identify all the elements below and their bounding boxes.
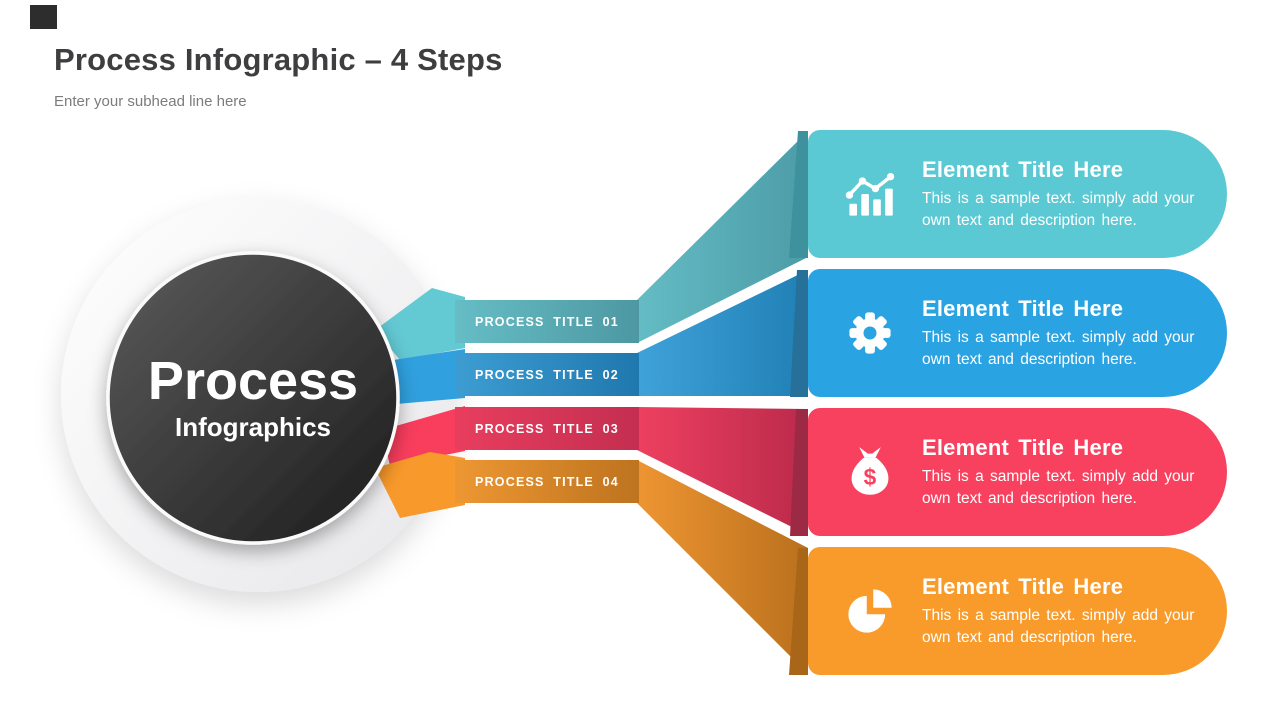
center-subtitle: Infographics [174,412,331,442]
gear-icon [849,312,891,354]
card-fold-2 [790,270,808,397]
connector-4 [637,460,808,674]
connector-3 [637,407,808,535]
card-title: Element Title Here [922,295,1124,321]
card-fold-4 [789,548,808,675]
card-description: This is a sample text. simply add your o… [922,328,1195,368]
ribbon-bar-1 [455,300,639,343]
ribbon-bar-3 [455,407,639,450]
wedge-2 [380,349,465,405]
card-description: This is a sample text. simply add your o… [922,606,1195,646]
element-card-4: Element Title Here This is a sample text… [808,547,1227,675]
bar-line-chart-icon [845,172,895,216]
process-title-2: PROCESS TITLE 02 [475,367,619,382]
element-card-1: Element Title Here This is a sample text… [808,130,1227,258]
svg-text:$: $ [864,464,877,490]
center-title: Process [147,351,359,411]
connector-1 [637,131,808,343]
element-card-2: Element Title Here This is a sample text… [808,269,1227,397]
logo-placeholder-block [30,5,57,29]
connector-2 [637,270,808,396]
element-card-3: $ Element Title Here This is a sample te… [808,408,1227,536]
card-description: This is a sample text. simply add your o… [922,189,1195,229]
card-description: This is a sample text. simply add your o… [922,467,1195,507]
pie-chart-icon [848,589,892,633]
card-title: Element Title Here [922,434,1124,460]
center-badge: Process Infographics [108,352,398,442]
ribbon-bar-4 [455,460,639,503]
card-title: Element Title Here [922,573,1124,599]
card-fold-3 [790,409,808,536]
process-title-4: PROCESS TITLE 04 [475,474,619,489]
card-title: Element Title Here [922,156,1124,182]
page-subtitle: Enter your subhead line here [54,93,247,110]
ribbon-bar-2 [455,353,639,396]
wedge-1 [375,288,465,360]
card-fold-1 [789,131,808,258]
wedge-3 [382,406,465,466]
inner-circle [106,251,400,545]
wedge-4 [375,452,465,518]
process-title-3: PROCESS TITLE 03 [475,421,619,436]
money-bag-icon: $ [851,447,889,495]
page-title: Process Infographic – 4 Steps [54,42,503,77]
process-title-1: PROCESS TITLE 01 [475,314,619,329]
